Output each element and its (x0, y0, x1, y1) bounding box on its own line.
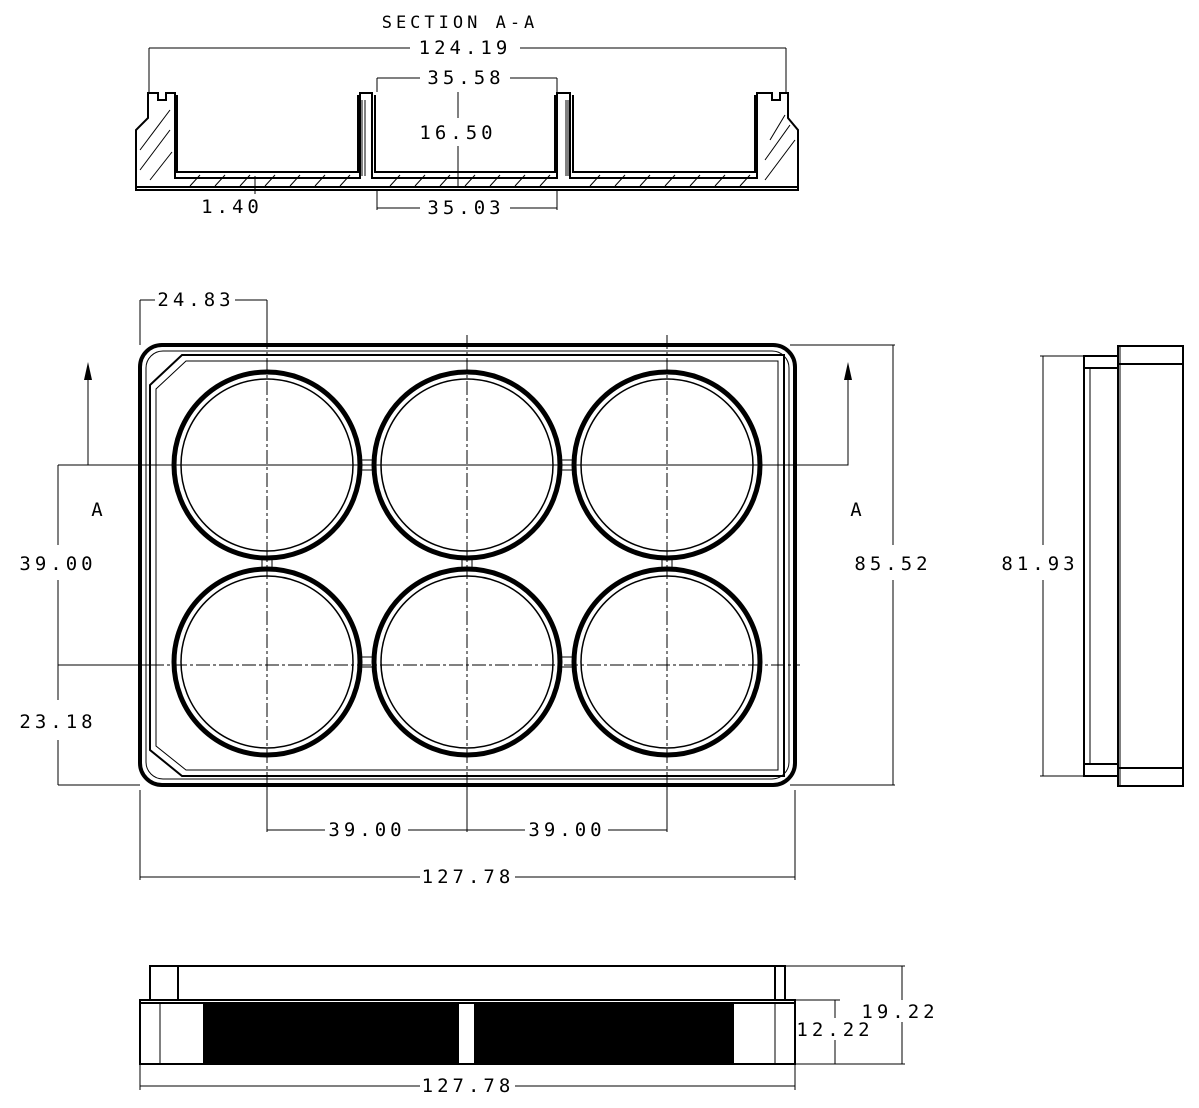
dim-row-pitch: 39.00 (19, 553, 96, 575)
dim-well-bottom-diameter: 35.03 (427, 197, 504, 219)
section-title: SECTION A-A (382, 13, 539, 33)
dim-top-overall-width: 85.52 (854, 553, 931, 575)
dim-section-overall-width: 124.19 (419, 37, 512, 59)
dim-overall-height: 19.22 (861, 1001, 938, 1023)
side-view: 81.93 (1001, 345, 1184, 787)
dim-column-pitch-2: 39.00 (528, 819, 605, 841)
front-view: 127.78 12.22 19.22 (139, 965, 938, 1097)
dim-well-top-diameter: 35.58 (427, 67, 504, 89)
dim-first-row-offset: 23.18 (19, 711, 96, 733)
dim-column-pitch-1: 39.00 (328, 819, 405, 841)
section-mark-right: A (850, 499, 862, 521)
dim-top-overall-length: 127.78 (422, 866, 515, 888)
dim-side-inner-width: 81.93 (1001, 553, 1078, 575)
dim-skirt-height: 12.22 (796, 1019, 873, 1041)
dim-front-overall-length: 127.78 (422, 1075, 515, 1097)
dim-bottom-thickness: 1.40 (201, 196, 263, 218)
top-view: A A 24.83 39.00 23.18 39.00 39.00 127.78 (19, 289, 931, 888)
dim-first-column-offset: 24.83 (157, 289, 234, 311)
section-view: SECTION A-A 124.19 (135, 13, 799, 219)
dim-well-depth: 16.50 (419, 122, 496, 144)
section-mark-left: A (91, 499, 103, 521)
